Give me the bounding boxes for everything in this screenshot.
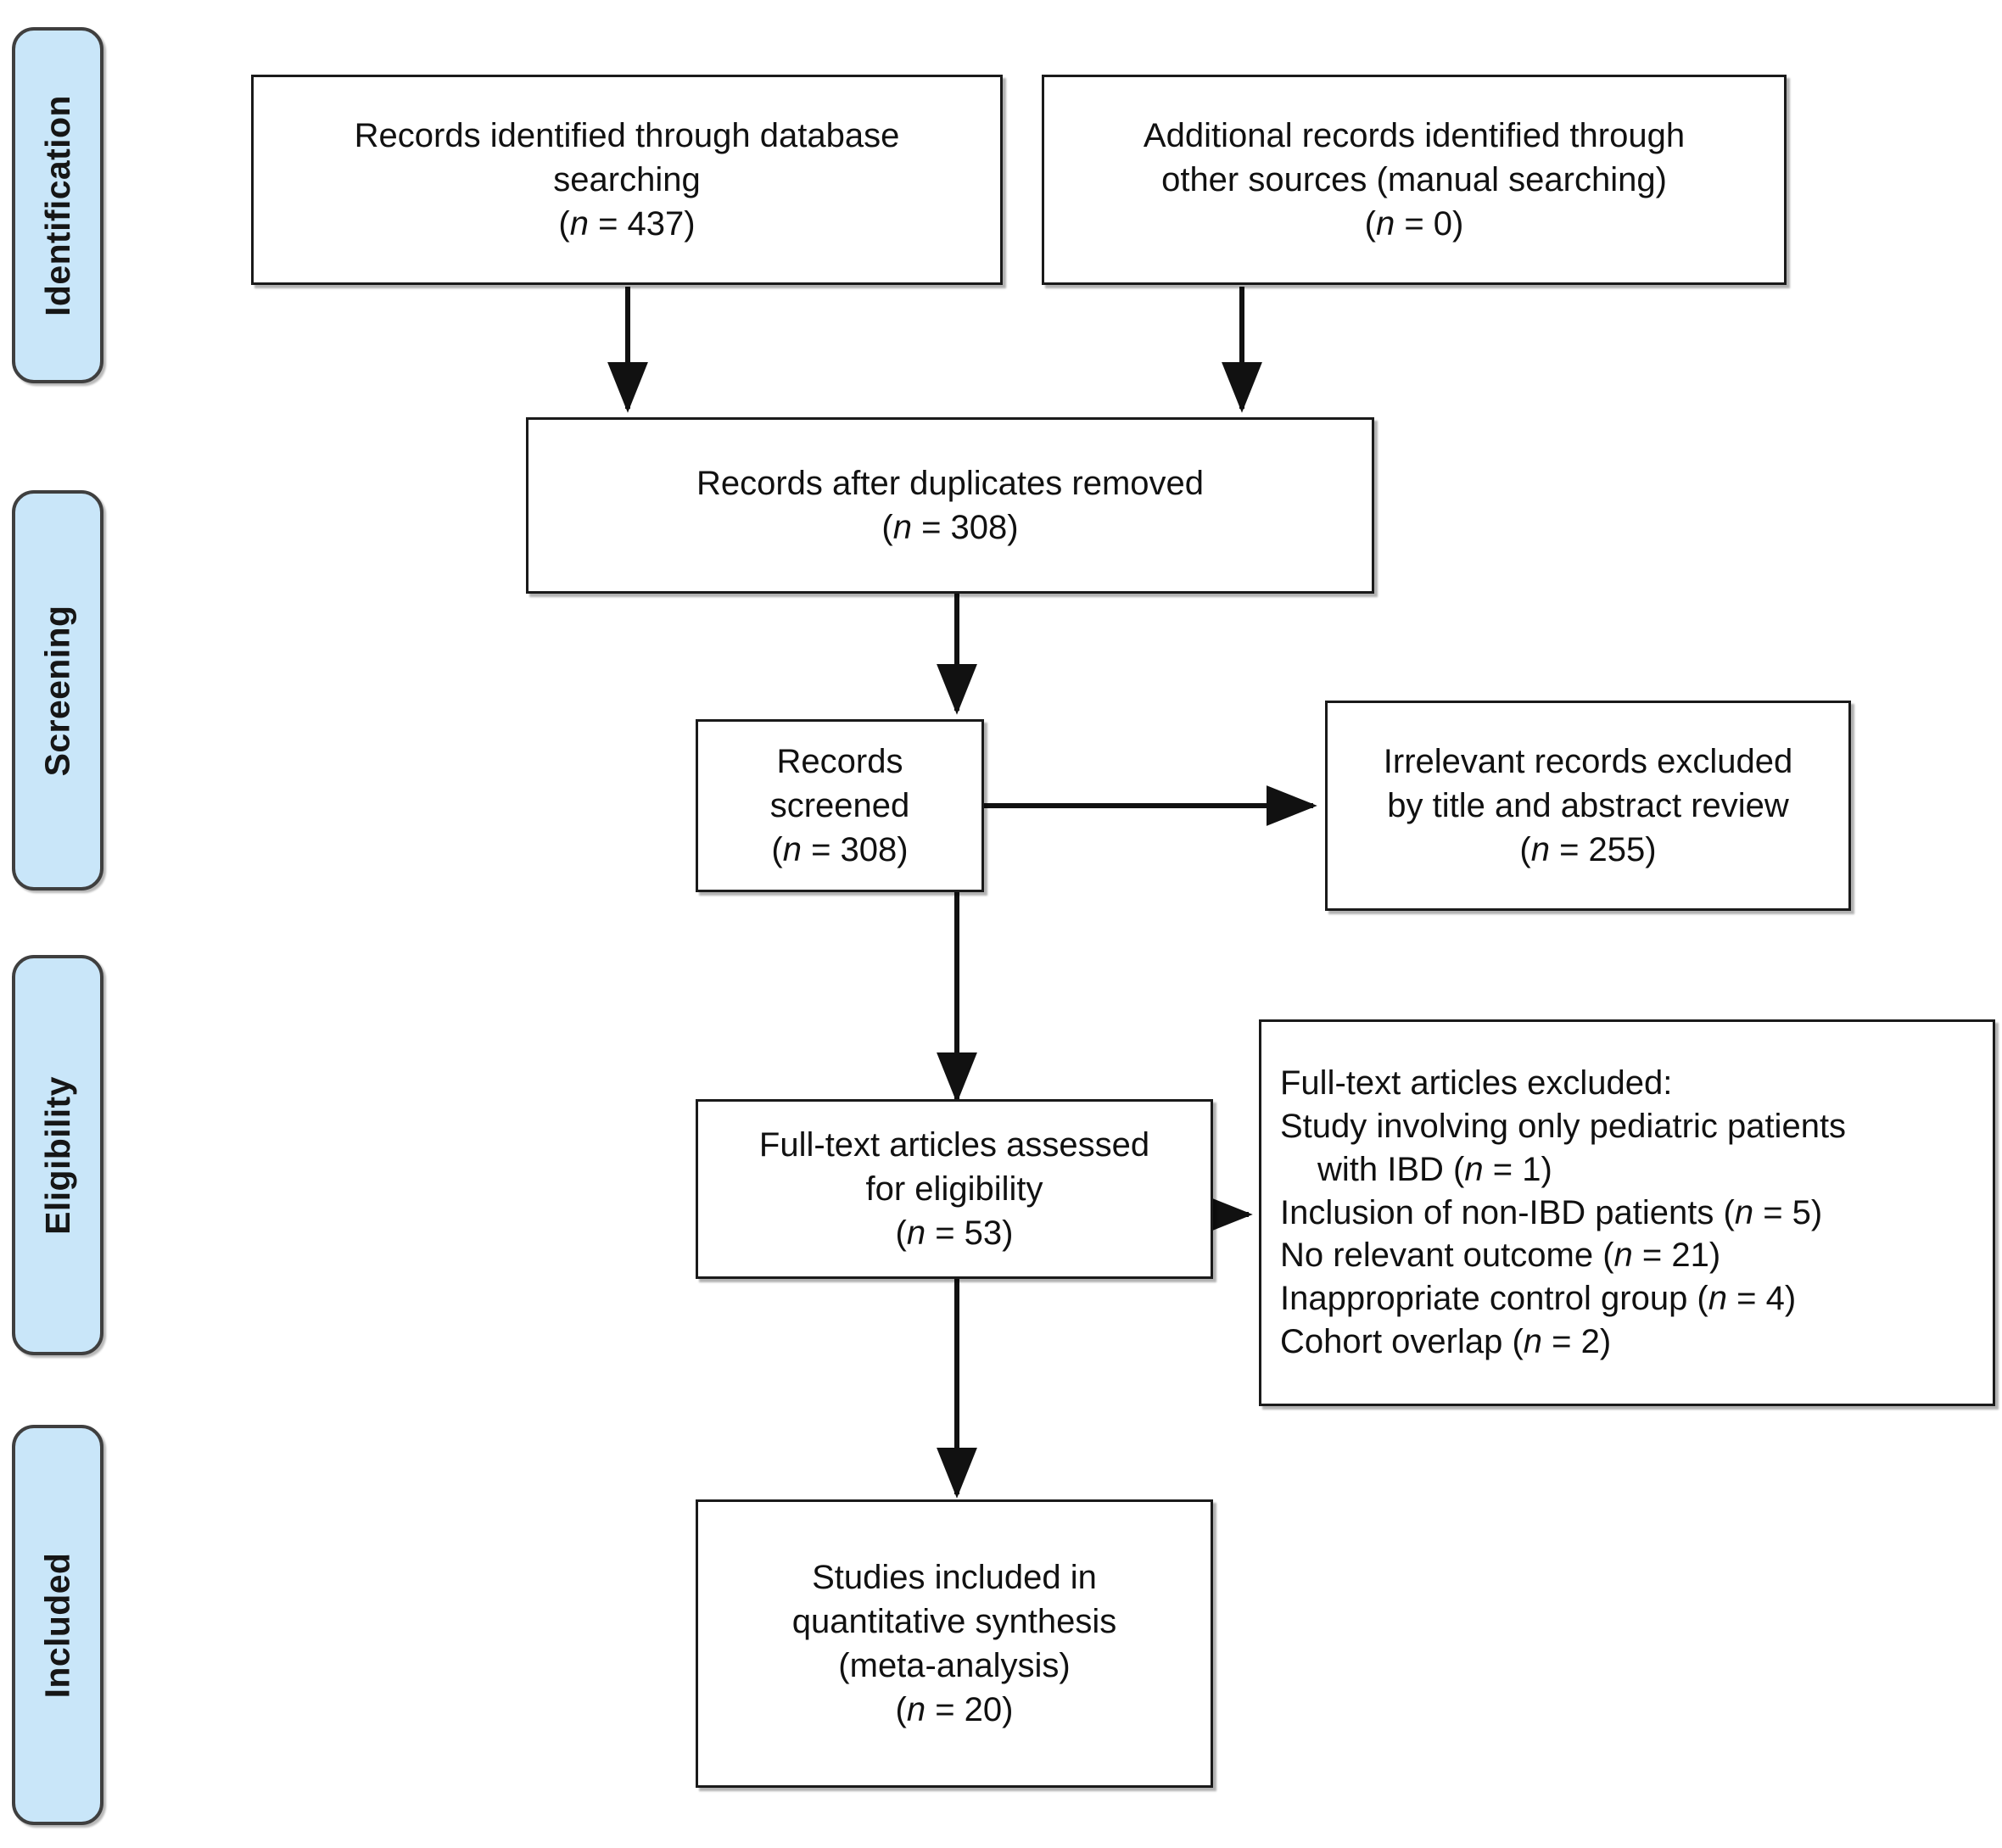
stage-label-included: Included <box>12 1425 103 1825</box>
box-additional-records-other-sources-text: Additional records identified through ot… <box>1058 114 1770 246</box>
line-3: (meta-analysis) <box>838 1647 1071 1684</box>
exclusion-heading: Full-text articles excluded: <box>1280 1064 1673 1103</box>
box-studies-included-text: Studies included in quantitative synthes… <box>712 1555 1197 1732</box>
line-count: (n = 255) <box>1519 831 1657 868</box>
stage-label-eligibility: Eligibility <box>12 955 103 1355</box>
line-count: (n = 308) <box>881 509 1019 546</box>
line-1: Records screened <box>769 743 910 824</box>
exclusion-reason-5: Inappropriate control group (n = 4) <box>1280 1280 1797 1318</box>
line-1: Records identified through database <box>354 117 900 154</box>
stage-label-screening-text: Screening <box>37 605 77 776</box>
box-fulltext-articles-excluded-text: Full-text articles excluded: Study invol… <box>1280 1062 1974 1364</box>
line-count: (n = 20) <box>895 1691 1014 1728</box>
box-records-screened: Records screened (n = 308) <box>696 719 984 892</box>
line-2: for eligibility <box>865 1170 1043 1208</box>
stage-label-eligibility-text: Eligibility <box>37 1075 77 1235</box>
box-records-after-duplicates-removed: Records after duplicates removed (n = 30… <box>526 417 1374 594</box>
box-fulltext-articles-assessed: Full-text articles assessed for eligibil… <box>696 1099 1213 1279</box>
stage-label-identification-text: Identification <box>37 94 77 316</box>
box-studies-included: Studies included in quantitative synthes… <box>696 1499 1213 1788</box>
line-count: (n = 0) <box>1364 205 1464 243</box>
exclusion-reason-4: No relevant outcome (n = 21) <box>1280 1237 1721 1275</box>
line-1: Additional records identified through <box>1143 117 1686 154</box>
exclusion-reason-2: with IBD (n = 1) <box>1317 1150 1552 1188</box>
box-irrelevant-records-excluded: Irrelevant records excluded by title and… <box>1325 701 1851 911</box>
line-count: (n = 308) <box>771 831 909 868</box>
line-count: (n = 437) <box>558 205 696 243</box>
box-records-identified-database-text: Records identified through database sear… <box>267 114 987 246</box>
line-2: quantitative synthesis <box>791 1603 1117 1640</box>
box-fulltext-articles-assessed-text: Full-text articles assessed for eligibil… <box>712 1123 1197 1255</box>
line-1: Records after duplicates removed <box>696 465 1205 502</box>
box-fulltext-articles-excluded: Full-text articles excluded: Study invol… <box>1259 1019 1995 1406</box>
stage-label-included-text: Included <box>37 1552 77 1698</box>
line-count: (n = 53) <box>895 1214 1014 1252</box>
box-additional-records-other-sources: Additional records identified through ot… <box>1042 75 1787 285</box>
stage-label-screening: Screening <box>12 490 103 891</box>
box-irrelevant-records-excluded-text: Irrelevant records excluded by title and… <box>1341 740 1835 872</box>
line-2: by title and abstract review <box>1387 787 1789 824</box>
exclusion-reason-3: Inclusion of non-IBD patients (n = 5) <box>1280 1193 1823 1231</box>
line-2: searching <box>553 161 701 198</box>
box-records-screened-text: Records screened (n = 308) <box>712 740 968 872</box>
line-2: other sources (manual searching) <box>1161 161 1667 198</box>
line-1: Irrelevant records excluded <box>1383 743 1793 780</box>
box-records-after-duplicates-removed-text: Records after duplicates removed (n = 30… <box>542 461 1358 550</box>
line-1: Studies included in <box>812 1559 1097 1596</box>
stage-label-identification: Identification <box>12 27 103 383</box>
line-1: Full-text articles assessed <box>758 1126 1150 1164</box>
box-records-identified-database: Records identified through database sear… <box>251 75 1003 285</box>
exclusion-reason-1: Study involving only pediatric patients <box>1280 1108 1847 1145</box>
exclusion-reason-6: Cohort overlap (n = 2) <box>1280 1322 1612 1360</box>
